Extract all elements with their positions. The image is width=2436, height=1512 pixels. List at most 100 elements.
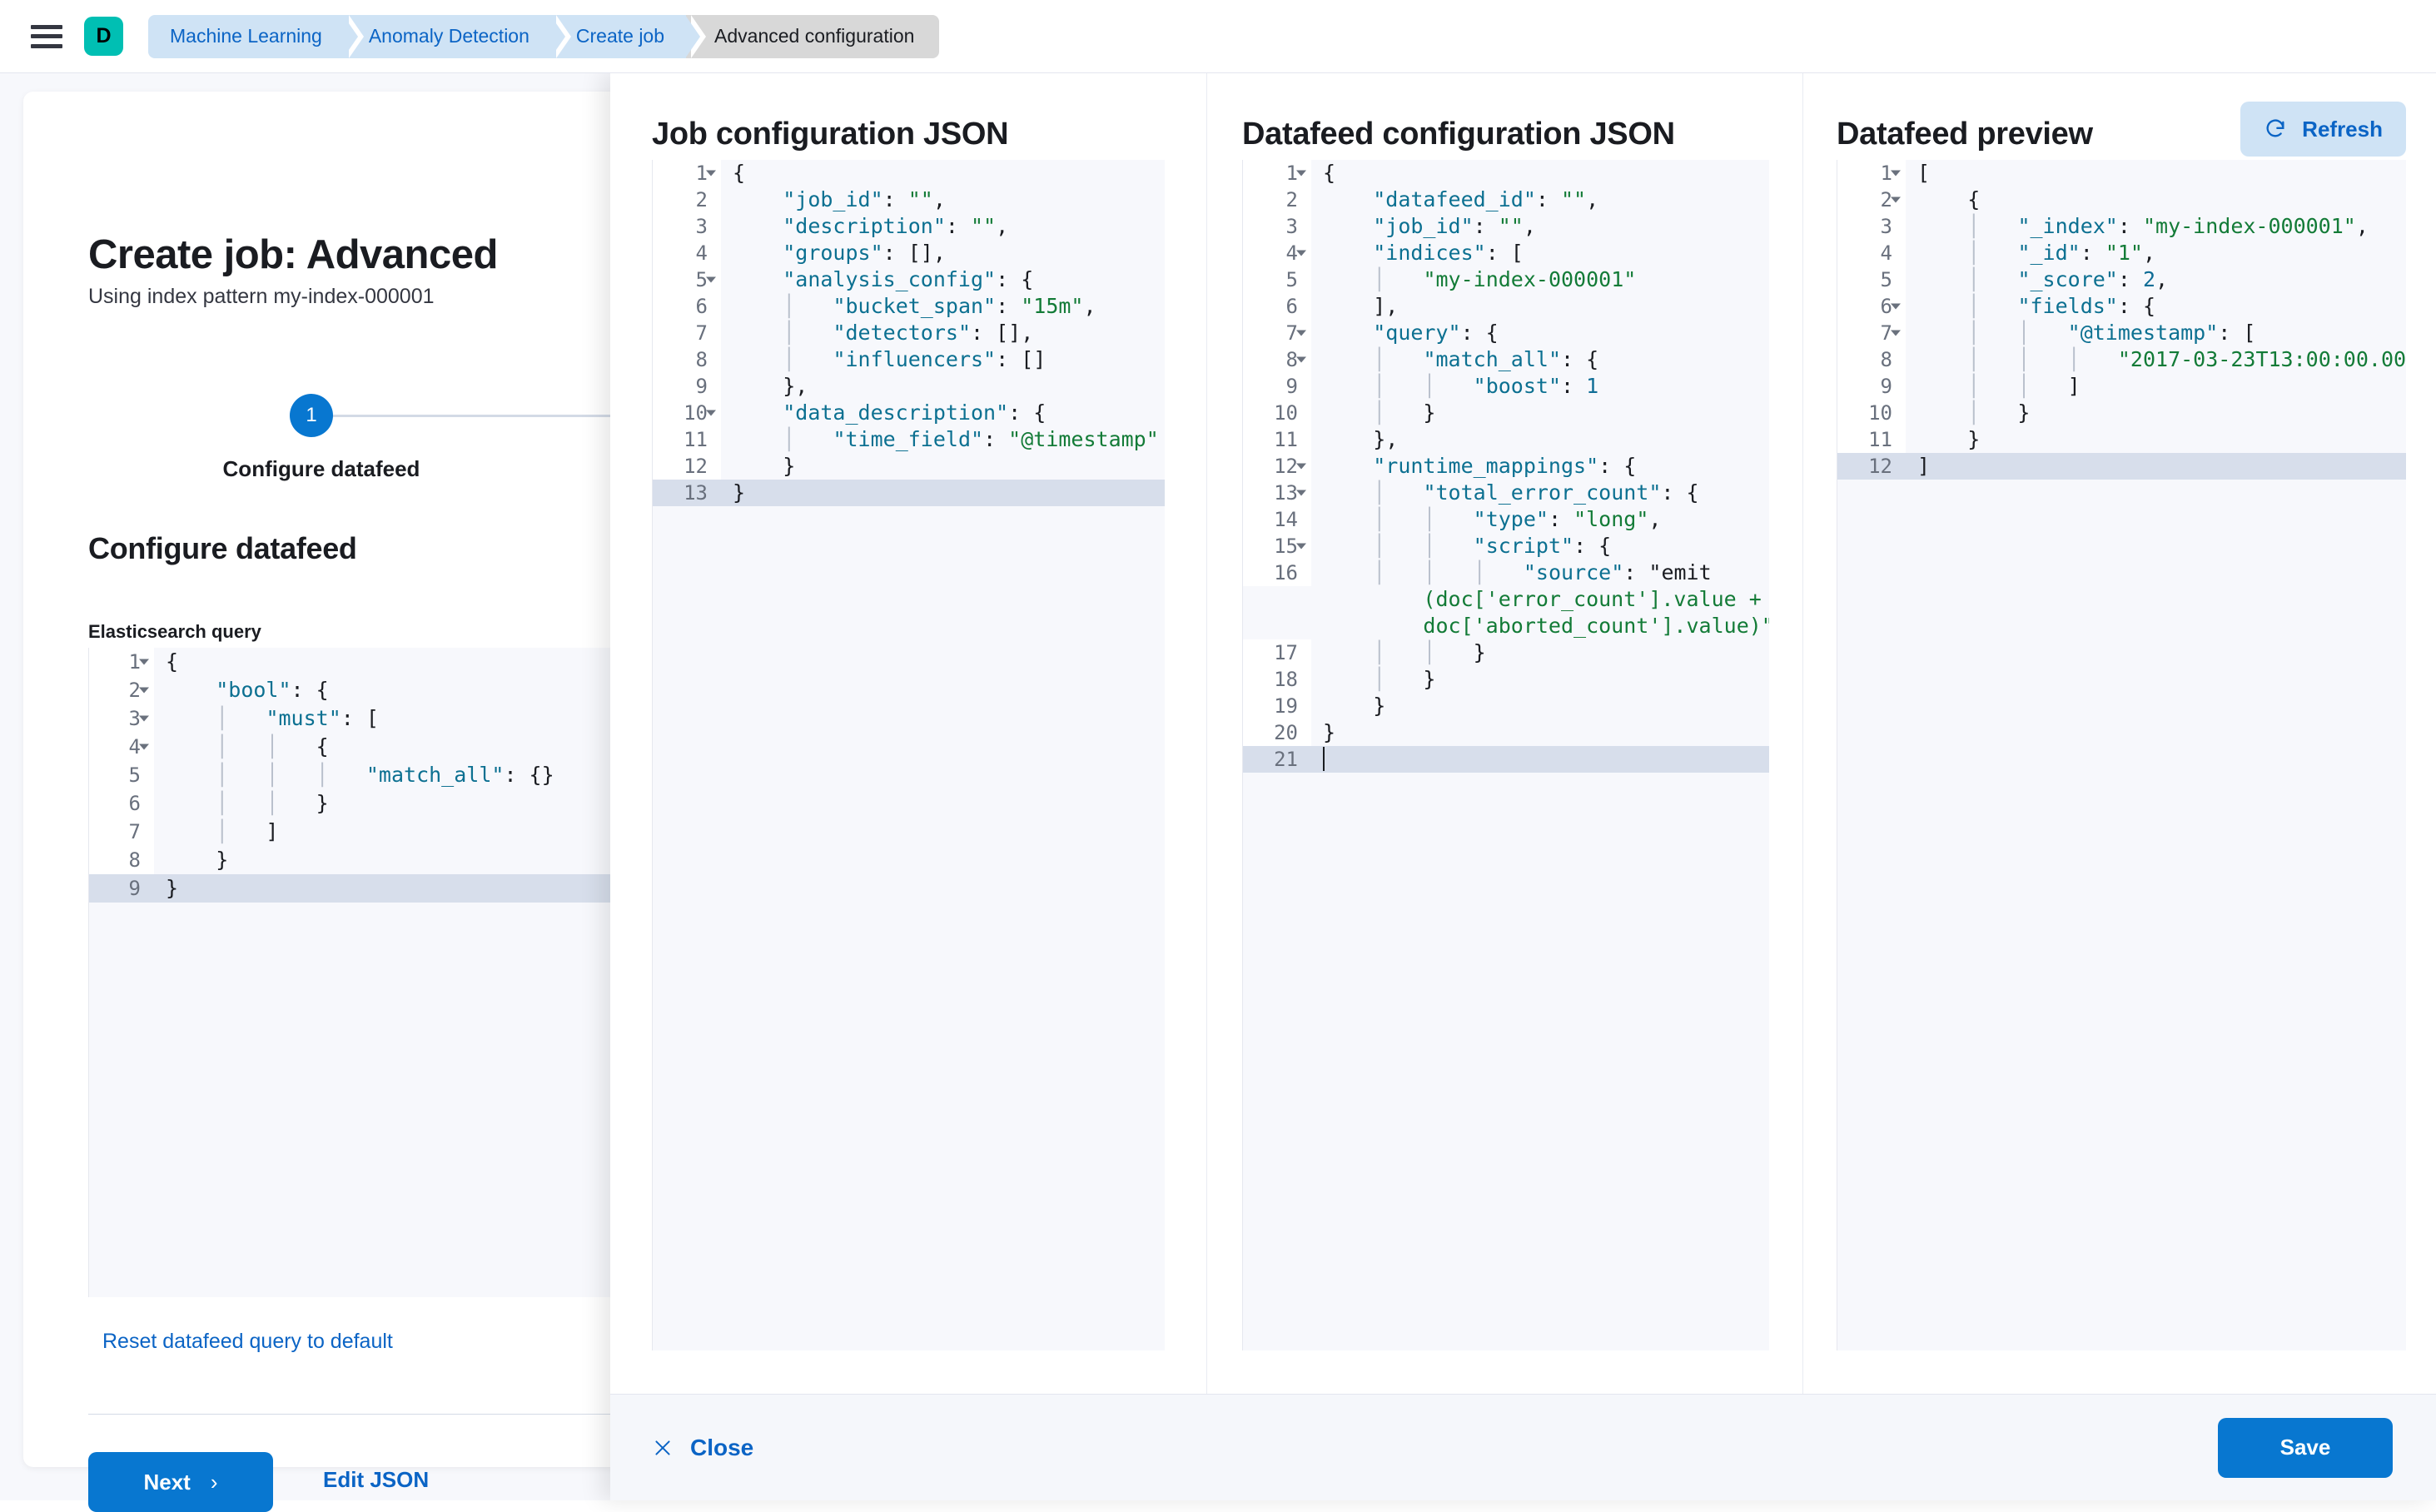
next-button-label: Next (143, 1469, 191, 1495)
editor-line: 21 (1243, 746, 1769, 773)
flyout-footer: Close Save (610, 1394, 2436, 1500)
editor-line: 20} (1243, 719, 1769, 746)
editor-line-code: │ │ { (216, 734, 329, 758)
editor-line: 10 │ } (1243, 400, 1769, 426)
editor-line: 4 │ │ { (89, 733, 1206, 761)
fold-arrow-icon[interactable] (1891, 196, 1901, 203)
editor-line: 6 │ "fields": { (1837, 293, 2406, 320)
fold-arrow-icon[interactable] (706, 276, 716, 283)
fold-arrow-icon[interactable] (1296, 170, 1306, 177)
fold-arrow-icon[interactable] (139, 659, 149, 665)
editor-line-number: 12 (1243, 453, 1311, 480)
next-button[interactable]: Next › (88, 1452, 273, 1512)
editor-line-number: 1 (1243, 160, 1311, 187)
editor-line-number: 17 (1243, 639, 1311, 666)
editor-line-code: │ │ "boost": 1 (1373, 374, 1599, 398)
editor-line-number: 2 (1837, 187, 1906, 213)
hamburger-menu-icon[interactable] (31, 24, 62, 48)
editor-line-number: 19 (1243, 693, 1311, 719)
editor-line: 7 │ ] (89, 818, 1206, 846)
editor-line: 1{ (1243, 160, 1769, 187)
flyout-body: Job configuration JSON 1{2 "job_id": "",… (610, 73, 2436, 1394)
editor-line-code: │ │ "script": { (1373, 534, 1612, 558)
stepper-step-1[interactable]: 1 (290, 394, 333, 437)
editor-line-code: │ } (1967, 400, 2031, 425)
editor-line-number: 8 (1837, 346, 1906, 373)
editor-line-code: } (733, 480, 746, 505)
editor-line: 12 } (653, 453, 1165, 480)
editor-line-number: 12 (653, 453, 721, 480)
fold-arrow-icon[interactable] (706, 170, 716, 177)
fold-arrow-icon[interactable] (1296, 463, 1306, 470)
editor-line: 10 │ } (1837, 400, 2406, 426)
fold-arrow-icon[interactable] (139, 715, 149, 722)
fold-arrow-icon[interactable] (139, 744, 149, 750)
editor-line-number: 10 (1837, 400, 1906, 426)
editor-line: 9 │ │ ] (1837, 373, 2406, 400)
editor-line-code: │ "must": [ (216, 706, 379, 730)
fold-arrow-icon[interactable] (1296, 330, 1306, 336)
editor-line-number: 7 (1837, 320, 1906, 346)
datafeed-preview-json-editor[interactable]: 1[2 {3 │ "_index": "my-index-000001",4 │… (1837, 160, 2406, 1350)
editor-line-number: 7 (653, 320, 721, 346)
fold-arrow-icon[interactable] (1296, 250, 1306, 256)
elasticsearch-query-label: Elasticsearch query (88, 621, 261, 642)
breadcrumb-item-create-job[interactable]: Create job (550, 14, 707, 58)
editor-line-code: "job_id": "", (1373, 214, 1536, 238)
save-button[interactable]: Save (2218, 1417, 2393, 1478)
space-avatar[interactable]: D (84, 17, 123, 56)
editor-line-code: │ ] (216, 819, 279, 843)
editor-line-number: 14 (1243, 506, 1311, 533)
reset-datafeed-query-link[interactable]: Reset datafeed query to default (102, 1330, 393, 1353)
editor-line-number: 2 (89, 676, 154, 704)
editor-line-code: │ "fields": { (1967, 294, 2156, 318)
editor-line-number: 5 (653, 266, 721, 293)
fold-arrow-icon[interactable] (139, 687, 149, 694)
fold-arrow-icon[interactable] (1296, 356, 1306, 363)
breadcrumb: Machine Learning Anomaly Detection Creat… (148, 14, 940, 58)
editor-line-code: "datafeed_id": "", (1373, 187, 1599, 211)
editor-line-code: }, (1323, 427, 1399, 451)
editor-line-number: 3 (89, 704, 154, 733)
editor-line-code: │ "bucket_span": "15m", (783, 294, 1096, 318)
editor-line-code: "groups": [], (783, 241, 946, 265)
close-button-label: Close (690, 1434, 754, 1460)
breadcrumb-item-machine-learning[interactable]: Machine Learning (148, 14, 364, 58)
refresh-button[interactable]: Refresh (2240, 102, 2406, 157)
editor-line-code: "indices": [ (1373, 241, 1524, 265)
editor-line-code: } (166, 848, 229, 872)
editor-line: 6 │ │ } (89, 789, 1206, 818)
job-configuration-json-editor[interactable]: 1{2 "job_id": "",3 "description": "",4 "… (652, 160, 1165, 1350)
editor-line-code: │ "influencers": [] (783, 347, 1046, 371)
fold-arrow-icon[interactable] (1296, 543, 1306, 550)
datafeed-configuration-json-editor[interactable]: 1{2 "datafeed_id": "",3 "job_id": "",4 "… (1242, 160, 1769, 1350)
breadcrumb-item-anomaly-detection[interactable]: Anomaly Detection (343, 14, 571, 58)
editor-line: 8 │ │ │ "2017-03-23T13:00:00.000Z" (1837, 346, 2406, 373)
editor-line-number: 20 (1243, 719, 1311, 746)
editor-line-code: ], (1323, 294, 1399, 318)
editor-line-number: 3 (653, 213, 721, 240)
editor-line: 3 "job_id": "", (1243, 213, 1769, 240)
fold-arrow-icon[interactable] (706, 410, 716, 416)
fold-arrow-icon[interactable] (1296, 490, 1306, 496)
editor-line-code: │ │ "type": "long", (1373, 507, 1662, 531)
editor-line-number: 11 (653, 426, 721, 453)
fold-arrow-icon[interactable] (1891, 330, 1901, 336)
editor-line-code: "bool": { (216, 678, 329, 702)
editor-line-code: [ (1917, 161, 1931, 185)
fold-arrow-icon[interactable] (1891, 170, 1901, 177)
editor-line: 8 } (89, 846, 1206, 874)
edit-json-link[interactable]: Edit JSON (323, 1467, 430, 1492)
editor-line-code: "runtime_mappings": { (1373, 454, 1637, 478)
editor-line: 11 }, (1243, 426, 1769, 453)
editor-line: 11 } (1837, 426, 2406, 453)
editor-line: 2 { (1837, 187, 2406, 213)
editor-line-number: 1 (1837, 160, 1906, 187)
close-button[interactable]: Close (652, 1435, 753, 1461)
editor-line-number: 12 (1837, 453, 1906, 480)
fold-arrow-icon[interactable] (1891, 303, 1901, 310)
editor-line-number: 9 (89, 874, 154, 903)
datafeed-configuration-column: Datafeed configuration JSON 1{2 "datafee… (1206, 73, 1802, 1394)
editor-line: 6 │ "bucket_span": "15m", (653, 293, 1165, 320)
editor-line-code: │ "my-index-000001" (1373, 267, 1637, 291)
